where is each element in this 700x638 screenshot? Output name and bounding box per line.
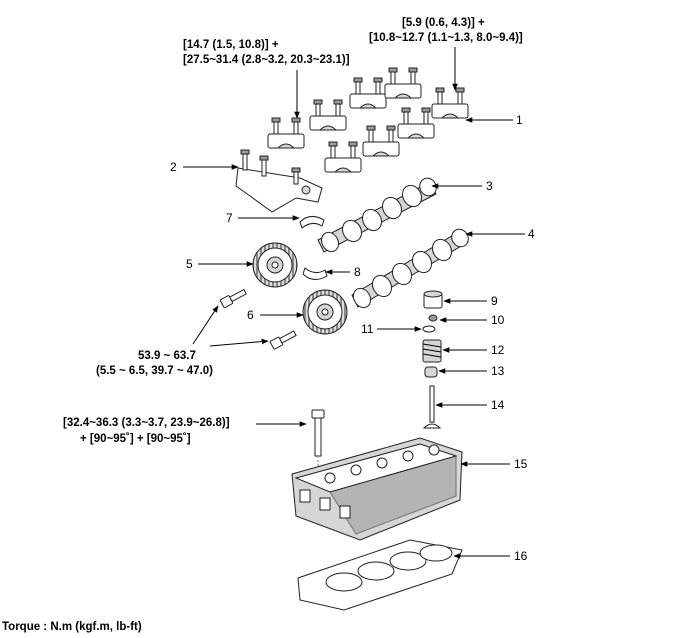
cylinder-head-bolt [311, 409, 325, 470]
torque-label-caps-left-2: [27.5~31.4 (2.8~3.2, 20.3~23.1)] [183, 54, 350, 66]
callout-1: 1 [516, 113, 523, 127]
valve-stem-seal-washer [422, 325, 436, 333]
callout-3: 3 [486, 179, 493, 193]
callout-8: 8 [354, 265, 361, 279]
cylinder-head [291, 437, 463, 541]
arrow-sprocket-bolt-a [192, 305, 219, 345]
callout-14: 14 [491, 398, 505, 412]
callout-9: 9 [491, 294, 498, 308]
arrow-sprocket-bolt-b [209, 338, 269, 347]
callout-7: 7 [226, 211, 233, 225]
callout-10: 10 [491, 313, 505, 327]
callout-5: 5 [186, 257, 193, 271]
callout-15: 15 [514, 457, 528, 471]
torque-label-sprocket-2: (5.5 ~ 6.5, 39.7 ~ 47.0) [96, 365, 213, 377]
intake-camshaft [351, 228, 469, 309]
callout-6: 6 [247, 308, 254, 322]
callout-13: 13 [491, 364, 505, 378]
cylinder-head-gasket [297, 539, 463, 611]
sprocket-bolt-a [219, 288, 247, 309]
torque-units-footer: Torque : N.m (kgf.m, lb-ft) [2, 621, 142, 633]
torque-label-caps-left-1: [14.7 (1.5, 10.8)] + [183, 39, 279, 51]
camshaft-bearing-caps [267, 67, 469, 173]
bearing-shell-lower [302, 267, 328, 280]
intake-cvvt-sprocket [302, 289, 348, 335]
callout-12: 12 [491, 343, 505, 357]
torque-label-head-bolt-1: [32.4~36.3 (3.3~3.7, 23.9~26.8)] [63, 417, 230, 429]
callout-11: 11 [361, 322, 374, 336]
valve-spring [422, 339, 442, 363]
retainer-lock [428, 314, 438, 322]
sprocket-bolt-b [269, 330, 297, 350]
valve-stem-seal [424, 366, 438, 378]
bearing-shell-upper [299, 216, 325, 229]
callout-16: 16 [514, 549, 528, 563]
torque-label-head-bolt-2: + [90~95˚] + [90~95˚] [80, 433, 191, 445]
exhaust-camshaft [317, 177, 437, 253]
exhaust-cvvt-sprocket [252, 242, 298, 288]
valve-tappet [423, 290, 443, 309]
front-bearing-cap-bracket [235, 149, 323, 213]
torque-label-caps-right-1: [5.9 (0.6, 4.3)] + [402, 17, 485, 29]
torque-label-caps-right-2: [10.8~12.7 (1.1~1.3, 8.0~9.4)] [369, 32, 523, 44]
valve [422, 385, 442, 429]
callout-4: 4 [528, 227, 535, 241]
torque-label-sprocket-1: 53.9 ~ 63.7 [138, 350, 196, 362]
callout-2: 2 [170, 160, 177, 174]
